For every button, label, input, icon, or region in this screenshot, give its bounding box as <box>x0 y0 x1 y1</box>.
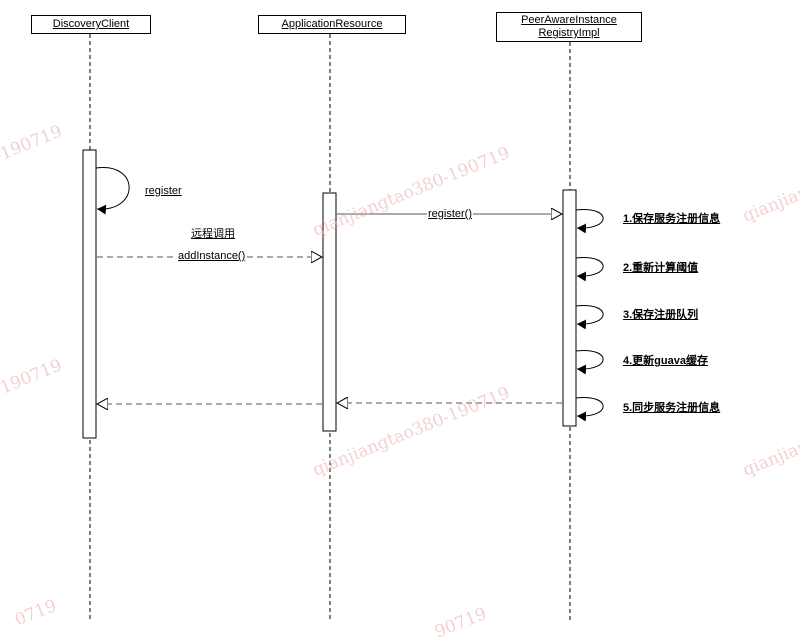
step-label-4: 4.更新guava缓存 <box>623 355 708 367</box>
activation-peer-registry <box>562 189 577 427</box>
participant-discovery-client[interactable]: DiscoveryClient <box>31 15 151 34</box>
participant-application-resource[interactable]: ApplicationResource <box>258 15 406 34</box>
participant-label-line2: RegistryImpl <box>538 27 600 39</box>
activation-application-resource <box>322 192 337 432</box>
remote-call-label: 远程调用 <box>191 228 235 240</box>
participant-label: DiscoveryClient <box>52 18 130 30</box>
step-label-2: 2.重新计算阈值 <box>623 262 699 274</box>
step-1-loop <box>575 209 604 234</box>
participant-label-line1: PeerAwareInstance <box>521 14 617 26</box>
step-label-3: 3.保存注册队列 <box>623 309 699 321</box>
participant-label: ApplicationResource <box>281 18 383 30</box>
participant-peer-registry[interactable]: PeerAwareInstance RegistryImpl <box>496 12 642 42</box>
activation-discovery-client <box>82 149 97 439</box>
step-3-loop <box>575 305 604 330</box>
step-5-loop <box>575 397 604 422</box>
step-2-loop <box>575 257 604 282</box>
step-label-5: 5.同步服务注册信息 <box>623 402 721 414</box>
self-register-label: register <box>145 185 182 197</box>
step-4-loop <box>575 350 604 375</box>
register-call-label: register() <box>427 208 474 221</box>
add-instance-label: addInstance() <box>177 250 247 263</box>
self-register-arrow <box>95 167 130 215</box>
step-label-1: 1.保存服务注册信息 <box>623 213 721 225</box>
